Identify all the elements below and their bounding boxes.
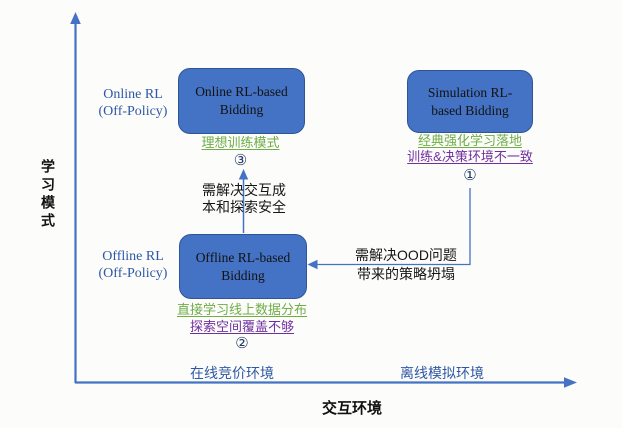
- elbow-arrow-annotation-line2: 带来的策略坍塌: [357, 266, 455, 282]
- offline-note-purple: 探索空间覆盖不够: [189, 319, 294, 334]
- y-axis-title: 学习模式: [40, 159, 56, 231]
- elbow-arrow-annotation-line1: 需解决OOD问题: [355, 247, 457, 263]
- online-note-green: 理想训练模式: [201, 135, 280, 150]
- offline-note-green: 直接学习线上数据分布: [176, 302, 307, 317]
- x-axis-arrowhead-icon: [564, 377, 577, 388]
- y-tick-online-rl: Online RL (Off-Policy): [83, 86, 183, 120]
- online-box-line1: Online RL-based: [195, 84, 288, 100]
- elbow-arrow-line: [316, 188, 471, 266]
- x-tick-offline-env: 离线模拟环境: [400, 365, 484, 381]
- simulation-note-purple: 训练&决策环境不一致: [407, 149, 533, 164]
- offline-box-line1: Offline RL-based: [195, 249, 291, 265]
- y-tick-offline-line1: Offline RL: [102, 249, 164, 264]
- elbow-arrow-arrowhead-icon: [307, 259, 318, 270]
- y-tick-online-line1: Online RL: [103, 87, 163, 102]
- offline-number-badge: ②: [235, 335, 249, 352]
- x-tick-online-env: 在线竞价环境: [190, 365, 274, 381]
- up-arrow-annotation-line2: 本和探索安全: [202, 199, 286, 215]
- up-arrow-annotation-line1: 需解决交互成: [202, 182, 286, 198]
- x-axis-title: 交互环境: [321, 400, 382, 417]
- online-rl-bidding-box: Online RL-based Bidding: [178, 68, 305, 134]
- simulation-number-badge: ①: [463, 167, 477, 184]
- y-tick-offline-rl: Offline RL (Off-Policy): [83, 248, 183, 282]
- elbow-arrow-annotation: 需解决OOD问题 带来的策略坍塌: [336, 247, 476, 283]
- offline-box-line2: Bidding: [221, 267, 265, 283]
- up-arrow-annotation: 需解决交互成 本和探索安全: [184, 182, 304, 216]
- y-axis-arrowhead-icon: [70, 12, 81, 24]
- simulation-note-green: 经典强化学习落地: [417, 133, 522, 148]
- up-arrow-arrowhead-icon: [238, 169, 249, 180]
- online-box-line2: Bidding: [219, 102, 264, 117]
- simulation-rl-bidding-box: Simulation RL- based Bidding: [407, 70, 533, 133]
- y-tick-offline-line2: (Off-Policy): [98, 266, 168, 281]
- offline-rl-bidding-box: Offline RL-based Bidding: [179, 234, 307, 299]
- online-number-badge: ③: [233, 152, 248, 169]
- simulation-box-line2: based Bidding: [431, 102, 509, 118]
- simulation-box-line1: Simulation RL-: [427, 84, 513, 100]
- y-tick-online-line2: (Off-Policy): [98, 104, 168, 119]
